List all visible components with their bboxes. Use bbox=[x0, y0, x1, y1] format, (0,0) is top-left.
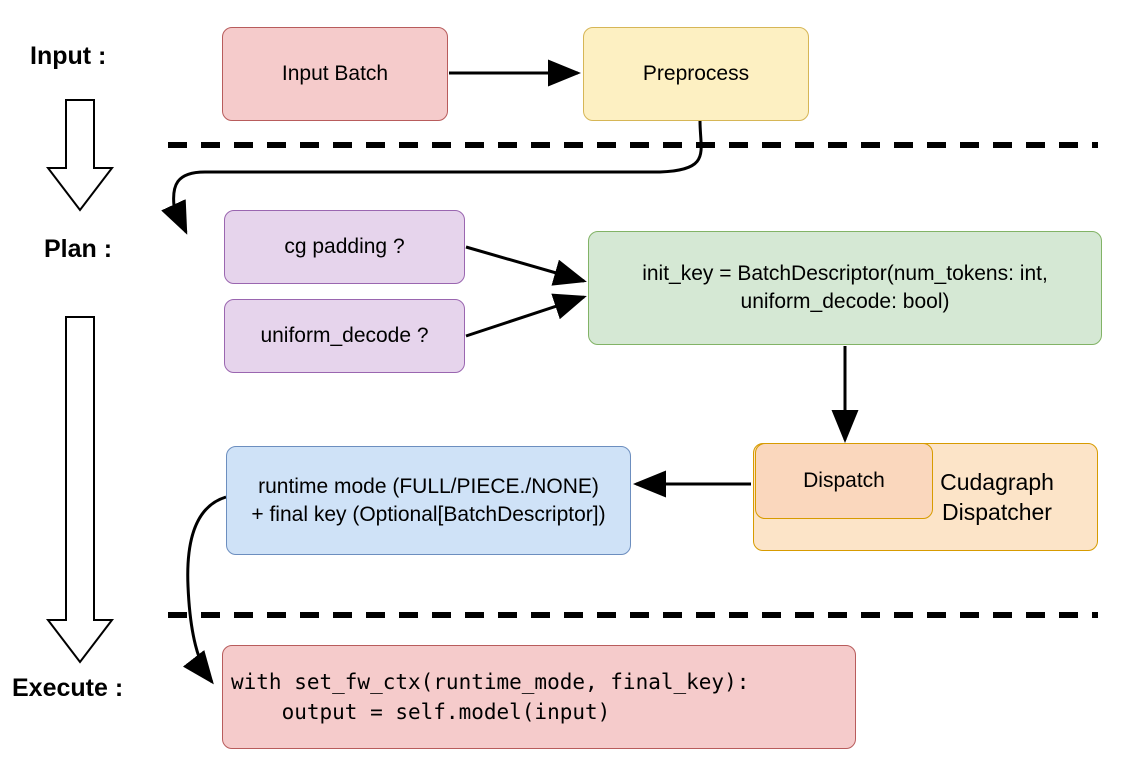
node-init-key-line-1: init_key = BatchDescriptor(num_tokens: i… bbox=[642, 262, 1048, 286]
node-execute-code[interactable]: with set_fw_ctx(runtime_mode, final_key)… bbox=[222, 645, 856, 749]
stage-block-arrow-plan-to-execute bbox=[45, 316, 115, 664]
node-runtime-mode-line-1: runtime mode (FULL/PIECE./NONE) bbox=[258, 474, 599, 498]
connector-uniform-decode-to-init-key bbox=[465, 293, 587, 338]
node-cg-padding[interactable]: cg padding ? bbox=[224, 210, 465, 284]
node-execute-code-line-1: with set_fw_ctx(runtime_mode, final_key)… bbox=[231, 669, 750, 694]
stage-label-input: Input : bbox=[30, 42, 107, 70]
node-cudagraph-dispatcher-label: Cudagraph Dispatcher bbox=[940, 469, 1054, 525]
node-dispatch-label: Dispatch bbox=[803, 469, 885, 493]
node-execute-code-line-2: output = self.model(input) bbox=[231, 700, 611, 724]
node-uniform-decode[interactable]: uniform_decode ? bbox=[224, 299, 465, 373]
stage-label-plan: Plan : bbox=[44, 235, 113, 263]
node-init-key[interactable]: init_key = BatchDescriptor(num_tokens: i… bbox=[588, 231, 1102, 345]
node-cg-padding-label: cg padding ? bbox=[284, 235, 405, 259]
connector-cg-padding-to-init-key bbox=[465, 245, 587, 286]
node-preprocess[interactable]: Preprocess bbox=[583, 27, 809, 121]
node-input-batch-label: Input Batch bbox=[281, 62, 389, 86]
node-uniform-decode-label: uniform_decode ? bbox=[260, 324, 429, 348]
connector-runtime-mode-to-execute bbox=[182, 495, 227, 685]
stage-block-arrow-input-to-plan bbox=[45, 99, 115, 212]
node-dispatch[interactable]: Dispatch bbox=[755, 443, 933, 519]
node-input-batch[interactable]: Input Batch bbox=[222, 27, 448, 121]
node-preprocess-label: Preprocess bbox=[642, 62, 750, 86]
node-init-key-line-2: uniform_decode: bool) bbox=[740, 290, 950, 313]
node-runtime-mode[interactable]: runtime mode (FULL/PIECE./NONE) + final … bbox=[226, 446, 631, 555]
stage-label-execute: Execute : bbox=[12, 674, 124, 702]
node-runtime-mode-line-2: + final key (Optional[BatchDescriptor]) bbox=[251, 502, 606, 526]
